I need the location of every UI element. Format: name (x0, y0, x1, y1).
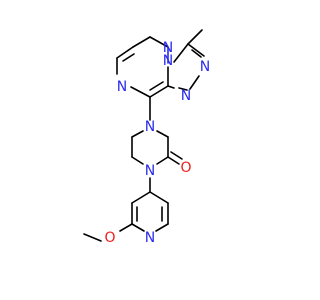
bond (83, 233, 102, 242)
bond (132, 36, 151, 48)
atom-label: N (145, 230, 155, 246)
bond (156, 130, 169, 138)
bond (149, 81, 164, 91)
bond (122, 53, 135, 62)
bond (131, 130, 144, 138)
bond (170, 151, 183, 160)
molecule-structure: N N N N N N N O N O (83, 29, 210, 246)
atom-label: O (180, 160, 191, 176)
bond (149, 36, 169, 48)
bond (131, 223, 145, 232)
bond (156, 156, 169, 165)
atom-label: N (200, 59, 210, 75)
bond (131, 191, 151, 204)
bond (167, 85, 175, 89)
bond (178, 87, 188, 91)
bond (119, 223, 133, 232)
bond (130, 86, 151, 98)
atom-label: N (117, 79, 127, 95)
bond (189, 75, 200, 90)
bond (149, 191, 169, 204)
bond (131, 156, 144, 165)
bonds (83, 29, 205, 242)
bond (187, 29, 203, 45)
bond (191, 49, 202, 58)
atom-label: N (163, 53, 173, 69)
atom-label: N (145, 119, 155, 135)
bond (187, 43, 205, 57)
atom-label: N (163, 40, 173, 56)
atom-label: O (104, 230, 115, 246)
bond (116, 46, 134, 59)
bond (173, 43, 189, 63)
bond (155, 223, 169, 232)
atom-label: N (181, 88, 191, 104)
bond (167, 156, 180, 165)
atom-labels: N N N N N N N O N O (104, 40, 210, 246)
atom-label: N (145, 163, 155, 179)
bond (149, 85, 169, 98)
